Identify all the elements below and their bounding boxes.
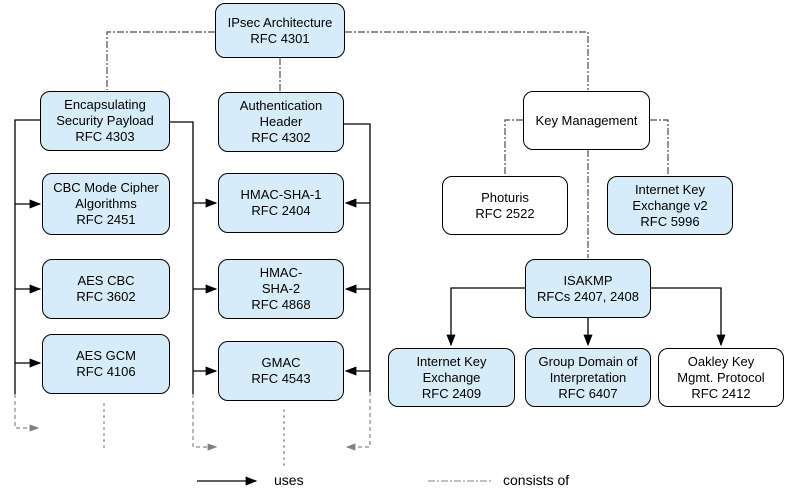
node-label-line: ISAKMP — [563, 272, 613, 288]
node-label-line: Algorithms — [75, 196, 137, 211]
node-label-line: Exchange v2 — [632, 197, 708, 213]
node-group-domain-of-interpretation: Group Domain of Interpretation RFC 6407 — [525, 348, 651, 407]
node-key-management: Key Management — [523, 91, 650, 150]
node-label-line: RFC 2451 — [76, 212, 136, 227]
node-internet-key-exchange: Internet Key Exchange RFC 2409 — [388, 348, 515, 407]
legend-uses-label: uses — [274, 472, 304, 488]
node-label-line: AES CBC — [77, 273, 135, 288]
node-label-line: HMAC-SHA-1 — [240, 187, 322, 202]
node-label-line: Security Payload — [56, 113, 154, 128]
node-label-line: RFC 4543 — [251, 371, 311, 386]
node-label-line: Interpretation — [549, 369, 627, 385]
node-label-line: IPsec Architecture — [227, 14, 333, 30]
node-label-line: RFC 4106 — [76, 364, 136, 379]
node-aes-gcm: AES GCM RFC 4106 — [42, 334, 170, 394]
node-authentication-header: Authentication Header RFC 4302 — [218, 92, 344, 152]
node-label-line: RFCs 2407, 2408 — [537, 288, 639, 304]
esp-left-rail — [14, 119, 40, 394]
esp-right-rail — [170, 121, 194, 394]
node-ipsec-architecture: IPsec Architecture RFC 4301 — [215, 3, 345, 58]
node-label-line: Oakley Key — [687, 353, 755, 369]
legend-consists-of-label: consists of — [503, 472, 570, 488]
node-oakley-key-mgmt-protocol: Oakley Key Mgmt. Protocol RFC 2412 — [658, 348, 784, 407]
node-label-line: RFC 2404 — [251, 203, 311, 218]
continuation-arrow-right-rail — [345, 392, 371, 451]
node-hmac-sha-2: HMAC- SHA-2 RFC 4868 — [218, 259, 344, 319]
node-label-line: AES GCM — [76, 348, 136, 363]
node-photuris: Photuris RFC 2522 — [442, 176, 568, 235]
node-label-line: RFC 2522 — [475, 205, 535, 221]
node-label-line: Group Domain of — [538, 353, 638, 369]
node-internet-key-exchange-v2: Internet Key Exchange v2 RFC 5996 — [607, 176, 733, 235]
node-label-line: CBC Mode Cipher — [53, 180, 159, 195]
node-label-line: SHA-2 — [261, 281, 301, 296]
node-label-line: HMAC- — [259, 265, 303, 280]
node-label-line: RFC 2409 — [421, 385, 482, 401]
consists-of-link-ipsec-keymgmt — [345, 31, 589, 90]
node-label-line: Internet Key — [634, 181, 706, 197]
node-aes-cbc: AES CBC RFC 3602 — [42, 259, 170, 319]
consists-of-link-keymgmt-ikev2 — [650, 119, 669, 175]
node-label-line: Internet Key — [416, 353, 487, 369]
node-label-line: Authentication — [239, 98, 323, 113]
node-label-line: RFC 4303 — [75, 129, 135, 144]
uses-arrow-isakmp-oakley — [651, 287, 726, 347]
node-label-line: Key Management — [535, 112, 638, 128]
node-cbc-mode-cipher-algorithms: CBC Mode Cipher Algorithms RFC 2451 — [42, 173, 170, 235]
node-encapsulating-security-payload: Encapsulating Security Payload RFC 4303 — [40, 91, 170, 151]
node-hmac-sha-1: HMAC-SHA-1 RFC 2404 — [218, 173, 344, 233]
node-label-line: RFC 6407 — [558, 385, 618, 401]
node-label-line: Encapsulating — [64, 97, 146, 112]
uses-arrow-isakmp-ike — [446, 287, 525, 347]
continuation-arrow-left-rail — [14, 394, 40, 432]
consists-of-link-keymgmt-photuris — [504, 119, 523, 175]
auth-right-rail — [344, 123, 371, 392]
node-label-line: RFC 5996 — [640, 213, 700, 229]
node-label-line: Exchange — [422, 369, 481, 385]
node-label-line: RFC 4868 — [251, 297, 311, 312]
node-label-line: RFC 2412 — [691, 385, 751, 401]
node-label-line: RFC 3602 — [76, 289, 136, 304]
node-label-line: Mgmt. Protocol — [677, 369, 765, 385]
node-isakmp: ISAKMP RFCs 2407, 2408 — [525, 259, 651, 318]
consists-of-link-ipsec-esp — [106, 31, 215, 90]
node-label-line: Photuris — [481, 189, 529, 205]
node-label-line: Header — [259, 114, 303, 129]
node-gmac: GMAC RFC 4543 — [218, 341, 344, 401]
node-label-line: RFC 4301 — [250, 30, 310, 46]
node-label-line: GMAC — [261, 355, 301, 370]
continuation-arrow-middle-rail — [192, 394, 218, 451]
node-label-line: RFC 4302 — [251, 130, 311, 145]
